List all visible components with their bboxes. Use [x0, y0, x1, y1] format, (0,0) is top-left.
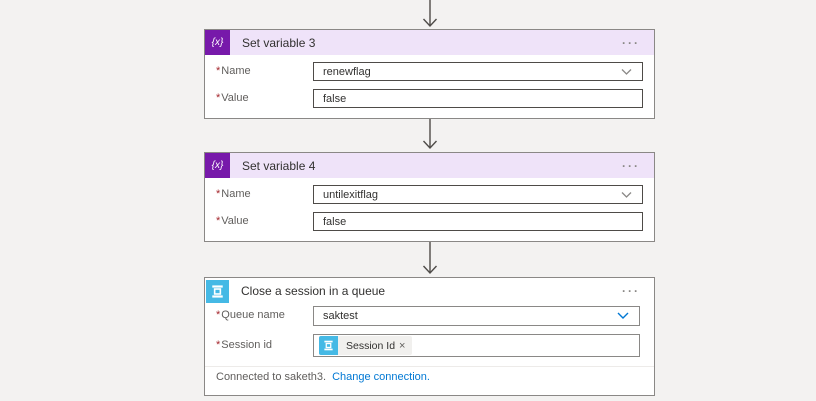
action-card-set-variable-3: {x} Set variable 3 ··· *Name renewflag *… [204, 29, 655, 119]
card-menu-button[interactable]: ··· [622, 284, 640, 298]
field-label: *Name [216, 65, 251, 77]
action-card-set-variable-4: {x} Set variable 4 ··· *Name untilexitfl… [204, 152, 655, 242]
card-header[interactable]: {x} Set variable 4 ··· [205, 153, 654, 178]
variable-icon-glyph: {x} [211, 37, 224, 48]
action-card-close-session: Close a session in a queue ··· *Queue na… [204, 277, 655, 396]
connection-info: Connected to saketh3. Change connection. [216, 371, 430, 383]
card-title: Set variable 3 [242, 35, 316, 50]
required-marker: * [216, 339, 221, 351]
name-dropdown[interactable]: renewflag [313, 62, 643, 81]
field-label: *Queue name [216, 309, 285, 321]
connector-arrow [422, 242, 438, 275]
required-marker: * [216, 215, 221, 227]
card-title: Close a session in a queue [241, 284, 386, 298]
value-text: false [323, 215, 347, 228]
chevron-down-icon [621, 68, 632, 75]
connector-arrow [422, 0, 438, 28]
session-queue-icon [319, 336, 338, 355]
card-menu-button[interactable]: ··· [622, 35, 640, 50]
field-label: *Name [216, 188, 251, 200]
chevron-down-icon [621, 191, 632, 198]
value-text: false [323, 92, 347, 105]
value-input[interactable]: false [313, 212, 643, 231]
name-value: untilexitflag [323, 188, 379, 201]
variable-icon-glyph: {x} [211, 160, 224, 171]
field-label: *Value [216, 215, 249, 227]
token-remove-icon[interactable]: × [399, 339, 406, 352]
card-menu-button[interactable]: ··· [622, 158, 640, 173]
token-label: Session Id [346, 339, 396, 352]
queue-name-value: saktest [323, 310, 358, 322]
footer-divider [205, 366, 654, 367]
change-connection-link[interactable]: Change connection. [332, 371, 430, 383]
card-header[interactable]: Close a session in a queue ··· [205, 278, 654, 304]
required-marker: * [216, 92, 221, 104]
connected-text: Connected to saketh3. [216, 371, 327, 383]
chevron-down-icon [617, 312, 629, 320]
field-label: *Value [216, 92, 249, 104]
queue-name-dropdown[interactable]: saktest [313, 306, 640, 326]
session-id-token[interactable]: Session Id × [319, 336, 413, 355]
name-dropdown[interactable]: untilexitflag [313, 185, 643, 204]
name-value: renewflag [323, 65, 371, 78]
required-marker: * [216, 309, 221, 321]
required-marker: * [216, 188, 221, 200]
card-title: Set variable 4 [242, 158, 316, 173]
required-marker: * [216, 65, 221, 77]
field-label: *Session id [216, 339, 273, 351]
session-id-input[interactable]: Session Id × [313, 334, 640, 357]
variable-icon: {x} [205, 30, 230, 55]
variable-icon: {x} [205, 153, 230, 178]
connector-arrow [422, 119, 438, 150]
value-input[interactable]: false [313, 89, 643, 108]
session-queue-icon [206, 280, 229, 303]
card-header[interactable]: {x} Set variable 3 ··· [205, 30, 654, 55]
